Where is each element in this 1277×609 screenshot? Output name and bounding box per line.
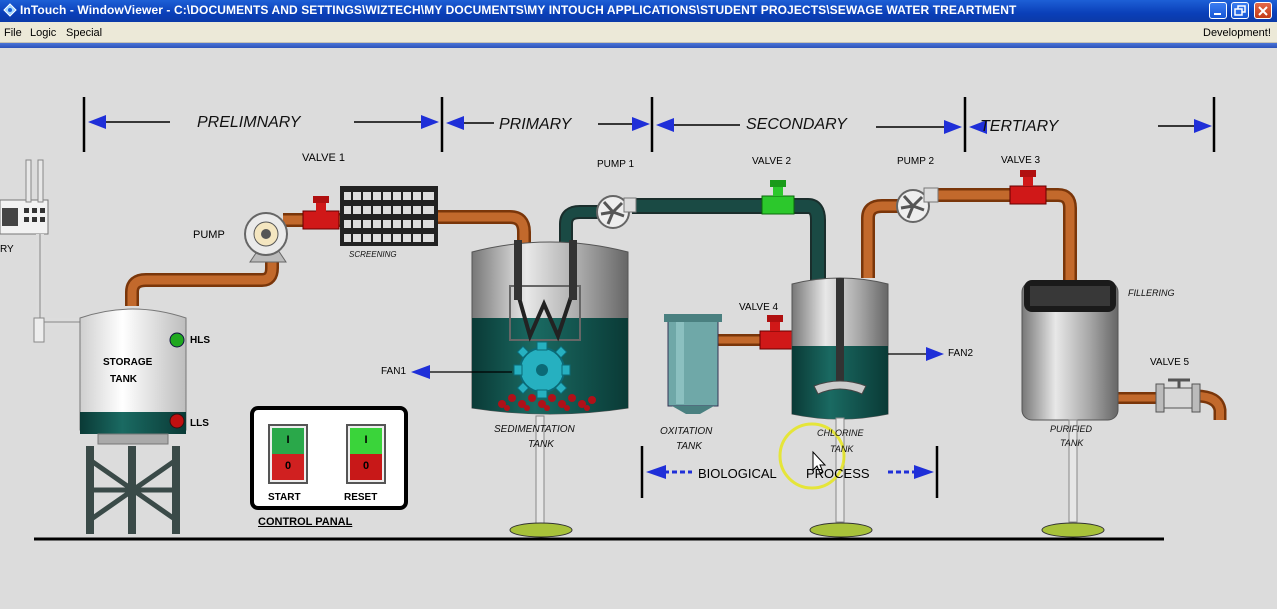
storage-tank (79, 308, 187, 534)
reset-off-segment[interactable]: 0 (350, 454, 382, 480)
oxitation-label-2: TANK (676, 441, 702, 452)
stage-header (82, 97, 1216, 152)
fan-2-arrow (888, 347, 944, 361)
restore-button[interactable] (1231, 2, 1249, 19)
reset-off-symbol: 0 (362, 460, 370, 472)
start-on-symbol: I (286, 434, 290, 446)
biological-process-arrows (640, 446, 939, 498)
stage-arrows (88, 115, 1212, 134)
control-panel-title: CONTROL PANAL (258, 516, 353, 528)
pump-1-icon (596, 195, 637, 229)
valve-1-icon[interactable] (302, 196, 340, 230)
biological-label: BIOLOGICAL (698, 466, 777, 481)
fan-1-label: FAN1 (381, 366, 407, 377)
menu-special[interactable]: Special (66, 27, 103, 39)
sedimentation-label-1: SEDIMENTATION (494, 424, 575, 435)
minimize-button[interactable] (1209, 2, 1227, 19)
sedimentation-label-2: TANK (528, 439, 554, 450)
valve-5-icon[interactable] (1155, 378, 1201, 413)
valve-3-icon[interactable] (1009, 170, 1047, 205)
valve-4-label: VALVE 4 (739, 302, 779, 313)
close-button[interactable] (1254, 2, 1272, 19)
sludge (498, 394, 596, 411)
fan-1-arrow (411, 365, 512, 379)
valve-2-label: VALVE 2 (752, 156, 792, 167)
start-off-symbol: 0 (284, 460, 292, 472)
pipes (125, 188, 1227, 420)
pump-2-icon (896, 187, 939, 223)
stage-preliminary: PRELIMNARY (197, 114, 301, 131)
start-label: START (268, 492, 301, 503)
stage-secondary: SECONDARY (746, 116, 847, 133)
valve-1-label: VALVE 1 (302, 152, 346, 164)
menu-file[interactable]: File (4, 27, 22, 39)
pump-2-label: PUMP 2 (897, 156, 935, 167)
gear-icon (513, 341, 571, 399)
control-panel: I 0 I 0 START RESET (250, 406, 408, 510)
cursor-highlight (778, 422, 846, 490)
hls-lamp (169, 332, 185, 348)
sedimentation-tank (471, 240, 629, 538)
valve-4-icon[interactable] (759, 315, 793, 350)
fan-2-label: FAN2 (948, 348, 974, 359)
reset-on-symbol: I (364, 434, 368, 446)
purified-label-1: PURIFIED (1050, 424, 1093, 434)
lls-label: LLS (190, 418, 209, 429)
pump-1-label: PUMP 1 (597, 159, 635, 170)
hls-label: HLS (190, 335, 210, 346)
partial-label: RY (0, 244, 14, 255)
process-diagram (0, 97, 1227, 541)
reset-label: RESET (344, 492, 378, 503)
control-building (0, 159, 90, 343)
reset-on-segment[interactable]: I (350, 428, 382, 454)
fillering-label: FILLERING (1128, 288, 1175, 298)
chlorine-label-1: CHLORINE (817, 428, 864, 438)
minimize-icon (1214, 13, 1221, 15)
storage-tank-label-1: STORAGE (103, 357, 153, 368)
screening-unit (340, 186, 438, 246)
process-label: PROCESS (806, 466, 870, 481)
start-off-segment[interactable]: 0 (272, 454, 304, 480)
valve-5-label: VALVE 5 (1150, 357, 1190, 368)
stage-tertiary: TERTIARY (980, 118, 1059, 135)
title-bar: InTouch - WindowViewer - C:\DOCUMENTS AN… (0, 0, 1277, 22)
lls-lamp (169, 413, 185, 429)
chlorine-tank (791, 277, 889, 538)
valve-2-icon[interactable] (761, 180, 795, 215)
oxitation-label-1: OXITATION (660, 426, 713, 437)
start-switch[interactable]: I 0 (268, 424, 308, 484)
restore-icon (1234, 5, 1246, 16)
start-on-segment[interactable]: I (272, 428, 304, 454)
window-title: InTouch - WindowViewer - C:\DOCUMENTS AN… (20, 3, 1017, 17)
process-canvas: PRELIMNARY PRIMARY SECONDARY TERTIARY VA… (0, 48, 1277, 609)
pump-label: PUMP (193, 229, 225, 241)
window-divider (0, 43, 1277, 48)
valve-3-label: VALVE 3 (1001, 155, 1041, 166)
oxitation-tank (664, 314, 722, 414)
purified-label-2: TANK (1060, 438, 1084, 448)
storage-tank-label-2: TANK (110, 374, 138, 385)
mode-indicator[interactable]: Development! (1203, 27, 1271, 39)
purified-tank (1021, 280, 1119, 538)
menu-logic[interactable]: Logic (30, 27, 57, 39)
stage-primary: PRIMARY (499, 116, 572, 133)
chlorine-label-2: TANK (830, 444, 854, 454)
app-icon (3, 3, 17, 17)
menu-bar: File Logic Special Development! (0, 22, 1277, 43)
pump-icon (244, 212, 288, 263)
screening-label: SCREENING (349, 250, 397, 259)
close-icon (1258, 6, 1268, 16)
reset-switch[interactable]: I 0 (346, 424, 386, 484)
